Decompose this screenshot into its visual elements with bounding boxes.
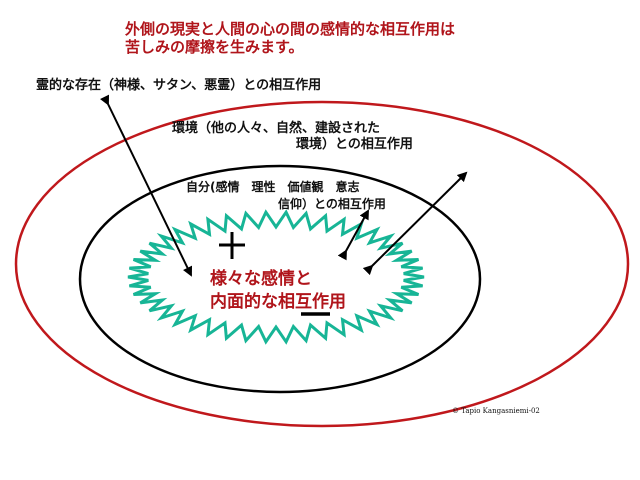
arrow-environment [362,171,468,276]
outer-ellipse [14,100,630,428]
plus-sign [219,232,245,259]
environment-label-line-1: 環境（他の人々、自然、建設された [172,121,381,136]
self-label-line-1: 自分(感情 理性 価値観 意志 [186,180,360,194]
inner-ellipse [78,164,482,394]
self-label-line-2: 信仰）との相互作用 [278,197,386,211]
title-line-1: 外側の現実と人間の心の間の感情的な相互作用は [125,20,456,38]
spiritual-interaction-label: 霊的な存在（神様、サタン、悪霊）との相互作用 [36,78,322,93]
arrow-spiritual [100,94,193,277]
emotions-label-line-2: 内面的な相互作用 [210,292,346,312]
title-line-2: 苦しみの摩擦を生みます。 [125,38,304,56]
arrow-self [337,209,369,261]
emotions-label-line-1: 様々な感情と [210,269,312,289]
environment-label-line-2: 環境）との相互作用 [296,137,413,152]
copyright-notice: © Tapio Kangasniemi-02 [452,407,540,415]
